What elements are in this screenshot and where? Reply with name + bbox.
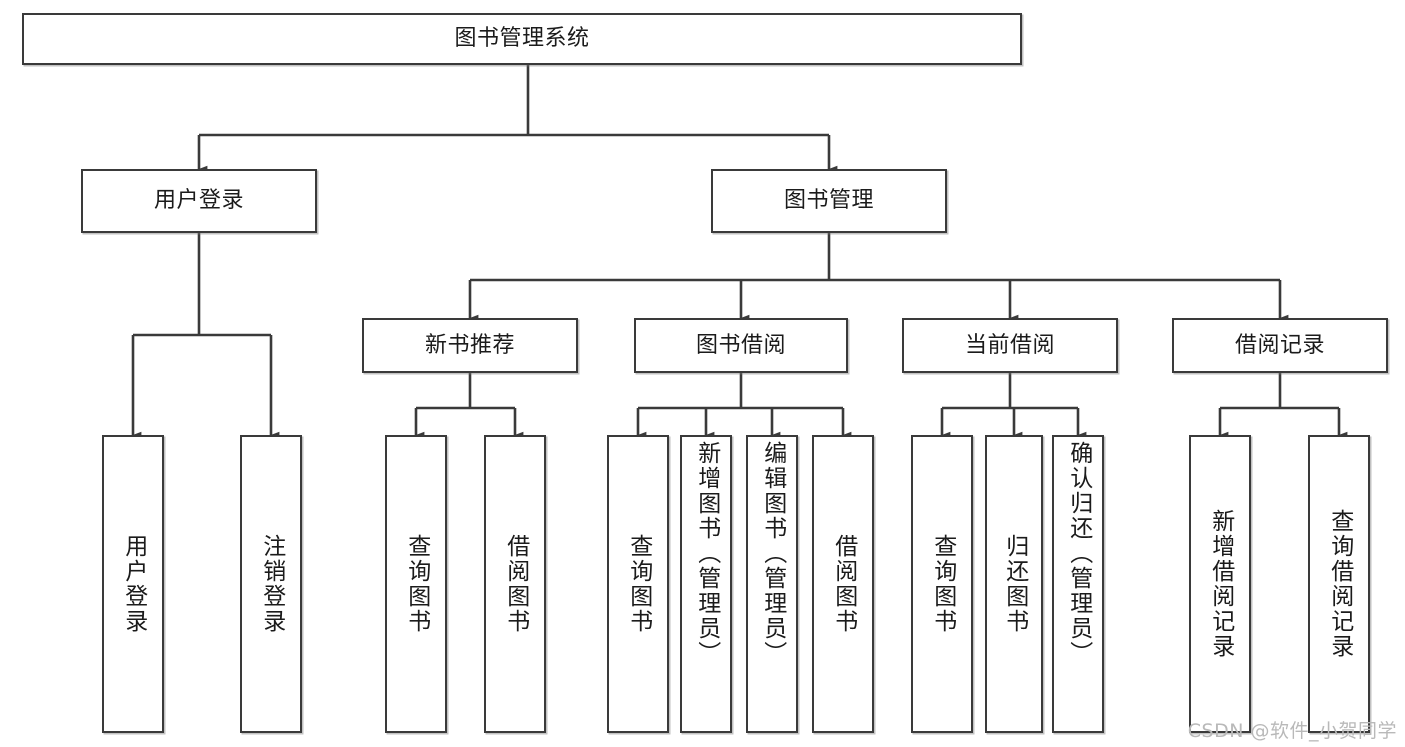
leaf-return-book[interactable]: 归还图书 <box>985 435 1043 733</box>
node-book-borrow[interactable]: 图书借阅 <box>634 318 848 373</box>
leaf-borrow-book-rec[interactable]: 借阅图书 <box>484 435 546 733</box>
leaf-borrow-book[interactable]: 借阅图书 <box>812 435 874 733</box>
node-current-borrow[interactable]: 当前借阅 <box>902 318 1118 373</box>
node-borrow-record-label: 借阅记录 <box>1234 332 1325 358</box>
leaf-user-login[interactable]: 用户登录 <box>102 435 164 733</box>
leaf-add-record-label: 新增借阅记录 <box>1207 509 1234 659</box>
node-borrow-record[interactable]: 借阅记录 <box>1172 318 1388 373</box>
leaf-confirm-return-label: 确认归还（管理员） <box>1065 441 1092 666</box>
node-user-login-label: 用户登录 <box>153 188 244 214</box>
node-root[interactable]: 图书管理系统 <box>22 13 1022 65</box>
leaf-query-book-borrow[interactable]: 查询图书 <box>607 435 669 733</box>
leaf-logout[interactable]: 注销登录 <box>240 435 302 733</box>
node-current-borrow-label: 当前借阅 <box>964 332 1055 358</box>
leaf-borrow-book-rec-label: 借阅图书 <box>502 534 529 634</box>
leaf-query-book-rec[interactable]: 查询图书 <box>385 435 447 733</box>
leaf-query-book-cur[interactable]: 查询图书 <box>911 435 973 733</box>
leaf-edit-book-label: 编辑图书（管理员） <box>759 441 786 666</box>
node-user-login[interactable]: 用户登录 <box>81 169 317 233</box>
node-root-label: 图书管理系统 <box>454 26 590 52</box>
leaf-borrow-book-label: 借阅图书 <box>830 534 857 634</box>
node-new-book-rec[interactable]: 新书推荐 <box>362 318 578 373</box>
leaf-query-book-borrow-label: 查询图书 <box>625 534 652 634</box>
leaf-edit-book[interactable]: 编辑图书（管理员） <box>746 435 798 733</box>
node-book-borrow-label: 图书借阅 <box>695 332 786 358</box>
leaf-add-book[interactable]: 新增图书（管理员） <box>680 435 732 733</box>
node-book-manage-label: 图书管理 <box>783 188 874 214</box>
leaf-return-book-label: 归还图书 <box>1001 534 1028 634</box>
leaf-logout-label: 注销登录 <box>258 534 285 634</box>
leaf-add-book-label: 新增图书（管理员） <box>693 441 720 666</box>
node-new-book-rec-label: 新书推荐 <box>424 332 515 358</box>
leaf-confirm-return[interactable]: 确认归还（管理员） <box>1052 435 1104 733</box>
leaf-query-record-label: 查询借阅记录 <box>1326 509 1353 659</box>
leaf-query-book-rec-label: 查询图书 <box>403 534 430 634</box>
leaf-add-record[interactable]: 新增借阅记录 <box>1189 435 1251 733</box>
leaf-query-record[interactable]: 查询借阅记录 <box>1308 435 1370 733</box>
node-book-manage[interactable]: 图书管理 <box>711 169 947 233</box>
leaf-query-book-cur-label: 查询图书 <box>929 534 956 634</box>
leaf-user-login-label: 用户登录 <box>120 534 147 634</box>
